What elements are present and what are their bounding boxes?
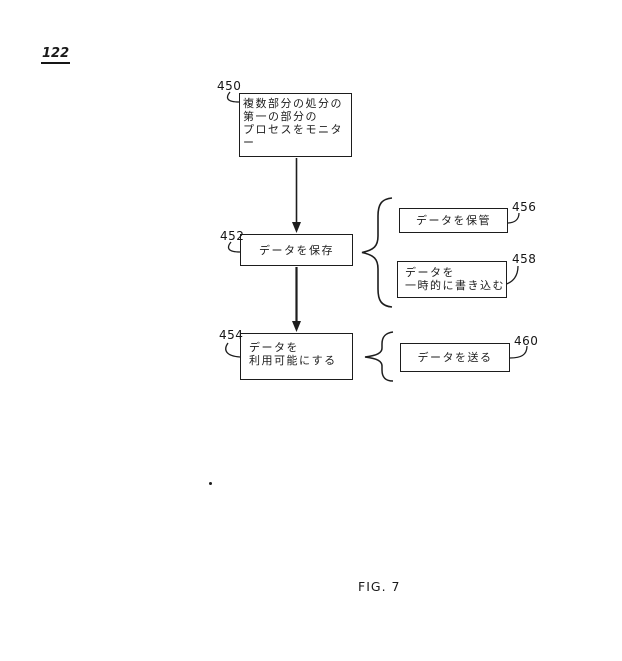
flow-box-456-line-1: データを保管	[416, 214, 491, 227]
ref-label-458: 458	[512, 252, 537, 266]
leader-line-458	[505, 265, 519, 285]
flow-box-458-line-2: 一時的に書き込む	[405, 279, 505, 292]
flow-box-452-line-1: データを保存	[259, 243, 334, 257]
leader-line-450	[226, 91, 240, 103]
brace-452-options	[361, 197, 393, 308]
page-ref: 122	[41, 46, 71, 64]
leader-line-454	[225, 342, 241, 358]
ref-label-450: 450	[217, 79, 242, 93]
flow-box-save-data: データを保存	[240, 234, 353, 266]
arrow-450-to-452-head	[292, 222, 301, 233]
ref-label-460: 460	[514, 334, 539, 348]
flow-box-458-line-1: データを	[405, 266, 455, 279]
flow-box-450-line-3: プロセスをモニター	[243, 123, 343, 149]
flow-box-450-line-1: 複数部分の処分の	[243, 97, 343, 110]
flow-box-send-data: データを送る	[400, 343, 510, 372]
flow-box-454-line-2: 利用可能にする	[249, 354, 337, 367]
leader-line-460	[509, 345, 528, 359]
arrow-452-to-454-head	[292, 321, 301, 332]
flow-box-keep-data: データを保管	[399, 208, 508, 233]
brace-454-options	[364, 331, 394, 382]
leader-line-452	[227, 241, 241, 253]
ref-label-454: 454	[219, 328, 244, 342]
figure-caption: FIG. 7	[358, 579, 401, 594]
flow-box-make-data-available: データを 利用可能にする	[240, 333, 353, 380]
flow-box-450-line-2: 第一の部分の	[243, 110, 318, 123]
leader-line-456	[506, 212, 520, 224]
ref-label-452: 452	[220, 229, 245, 243]
flow-box-temporarily-write-data: データを 一時的に書き込む	[397, 261, 507, 298]
ref-label-456: 456	[512, 200, 537, 214]
scan-artifact-dot	[209, 482, 212, 485]
flow-box-460-line-1: データを送る	[417, 351, 493, 364]
flow-box-454-line-1: データを	[249, 341, 299, 354]
flow-box-monitor-process: 複数部分の処分の 第一の部分の プロセスをモニター	[239, 93, 352, 157]
